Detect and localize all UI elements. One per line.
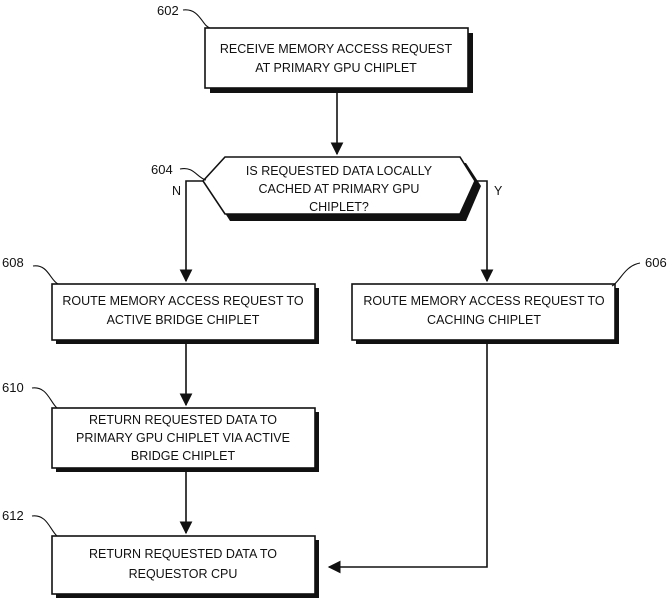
node-604-line-1: IS REQUESTED DATA LOCALLY: [246, 164, 433, 178]
node-608-line-1: ROUTE MEMORY ACCESS REQUEST TO: [62, 294, 304, 308]
node-610-line-3: BRIDGE CHIPLET: [131, 449, 236, 463]
node-606: ROUTE MEMORY ACCESS REQUEST TO CACHING C…: [351, 283, 619, 344]
node-612-line-1: RETURN REQUESTED DATA TO: [89, 547, 277, 561]
connector-604-606-yes: [475, 180, 494, 283]
node-604-line-3: CHIPLET?: [309, 200, 369, 214]
leader-610: [31, 387, 58, 409]
node-606-line-1: ROUTE MEMORY ACCESS REQUEST TO: [363, 294, 605, 308]
node-604-line-2: CACHED AT PRIMARY GPU: [259, 182, 420, 196]
ref-604: 604: [151, 162, 173, 177]
node-612: RETURN REQUESTED DATA TO REQUESTOR CPU: [51, 535, 319, 598]
node-610-line-2: PRIMARY GPU CHIPLET VIA ACTIVE: [76, 431, 290, 445]
node-610-line-1: RETURN REQUESTED DATA TO: [89, 413, 277, 427]
connector-604-608-no: [179, 180, 203, 283]
leader-604: [179, 167, 207, 181]
node-608-line-2: ACTIVE BRIDGE CHIPLET: [107, 313, 260, 327]
ref-606: 606: [645, 255, 667, 270]
ref-602: 602: [157, 3, 179, 18]
node-608: ROUTE MEMORY ACCESS REQUEST TO ACTIVE BR…: [51, 283, 319, 344]
leader-612: [31, 515, 58, 537]
branch-label-no: N: [172, 184, 181, 198]
node-606-line-2: CACHING CHIPLET: [427, 313, 541, 327]
ref-608: 608: [2, 255, 24, 270]
ref-610: 610: [2, 380, 24, 395]
node-602: RECEIVE MEMORY ACCESS REQUEST AT PRIMARY…: [204, 27, 473, 93]
branch-label-yes: Y: [494, 184, 503, 198]
leader-602: [182, 9, 211, 29]
connectors: [179, 91, 494, 574]
node-610: RETURN REQUESTED DATA TO PRIMARY GPU CHI…: [51, 407, 319, 472]
ref-612: 612: [2, 508, 24, 523]
node-602-line-1: RECEIVE MEMORY ACCESS REQUEST: [220, 42, 453, 56]
leader-606: [611, 262, 641, 287]
node-612-line-2: REQUESTOR CPU: [129, 567, 238, 581]
connector-606-612: [327, 342, 488, 574]
node-604: IS REQUESTED DATA LOCALLY CACHED AT PRIM…: [201, 156, 481, 221]
leader-608: [32, 265, 59, 285]
node-602-line-2: AT PRIMARY GPU CHIPLET: [255, 61, 417, 75]
